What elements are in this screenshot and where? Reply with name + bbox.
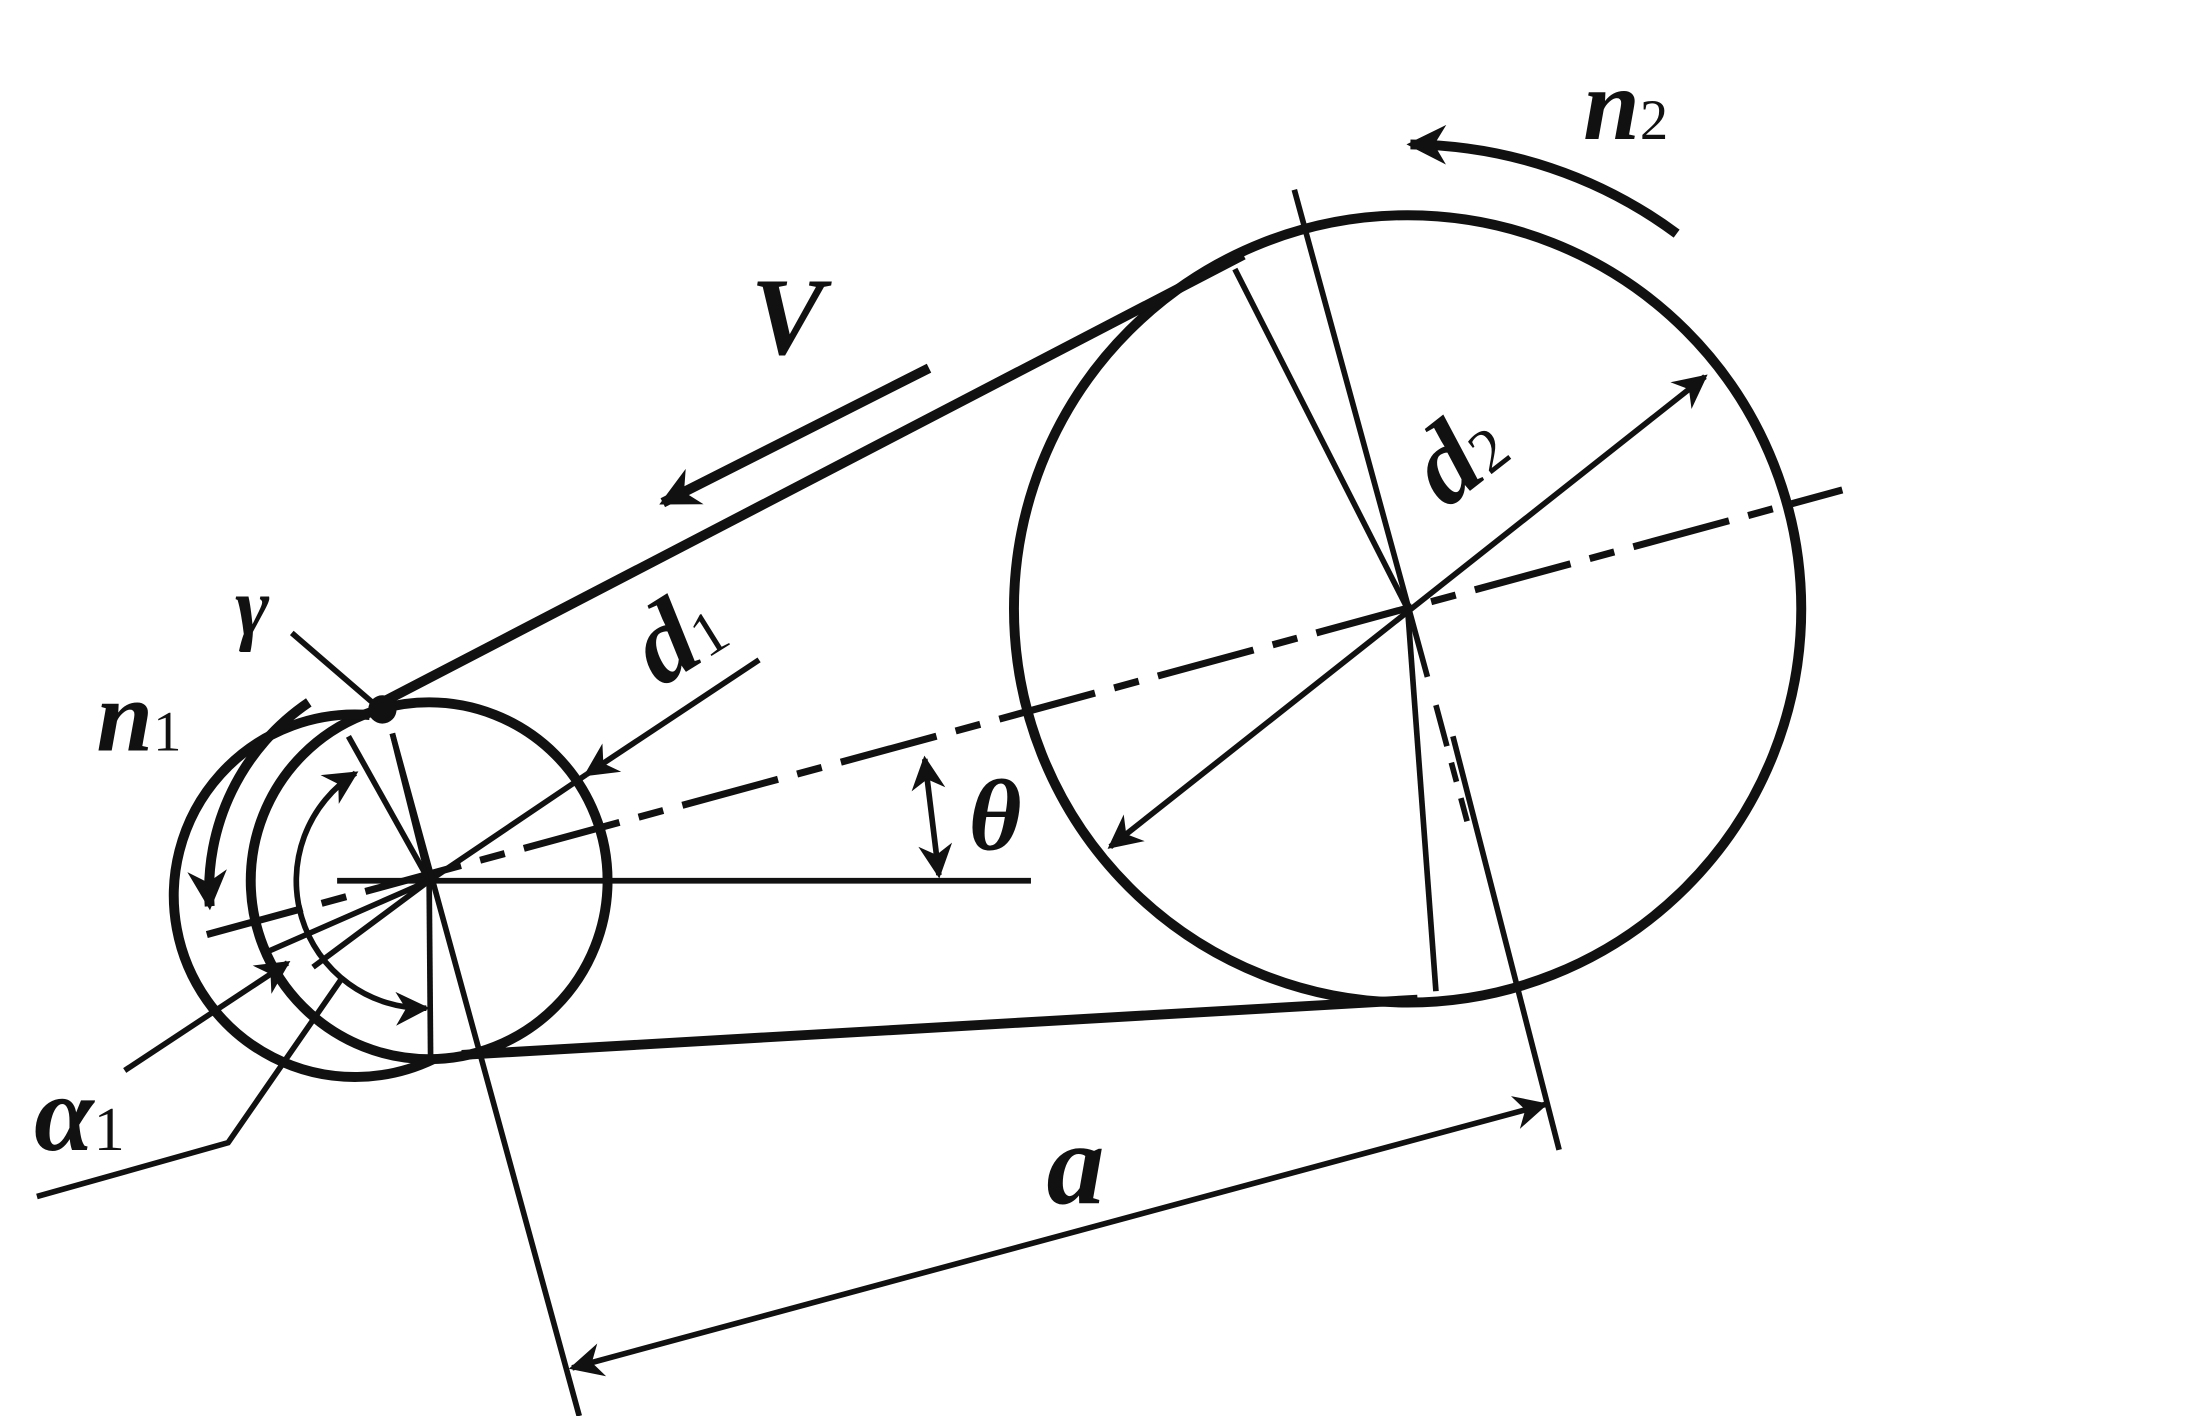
belt — [377, 250, 1418, 1060]
alpha1-label: α1 — [34, 1055, 125, 1174]
n1-rotation-arrow — [187, 698, 312, 911]
theta-angle-arrow — [911, 755, 953, 879]
gamma-label: γ — [235, 561, 270, 652]
d1-leader-line — [583, 657, 761, 777]
velocity-label: V — [751, 256, 833, 378]
tangent-point — [368, 695, 397, 724]
n2-label: n2 — [1583, 49, 1668, 162]
wrap-angle-arc — [293, 770, 430, 1026]
theta-label: θ — [969, 760, 1022, 873]
center-distance-dimension — [568, 1096, 1549, 1377]
d1-label: d1 — [608, 559, 746, 708]
n1-label: n1 — [96, 660, 181, 773]
small-pulley — [168, 697, 613, 1082]
d2-label: d2 — [1386, 379, 1529, 528]
velocity-arrow — [659, 363, 932, 508]
gamma-leader-line — [289, 630, 376, 706]
d2-diameter-arrow — [1107, 374, 1708, 849]
center-distance-label: a — [1047, 1102, 1105, 1230]
n2-rotation-arrow — [1406, 124, 1680, 238]
alpha1-leader — [36, 960, 346, 1200]
small-pulley-construction-lines — [266, 732, 588, 1055]
